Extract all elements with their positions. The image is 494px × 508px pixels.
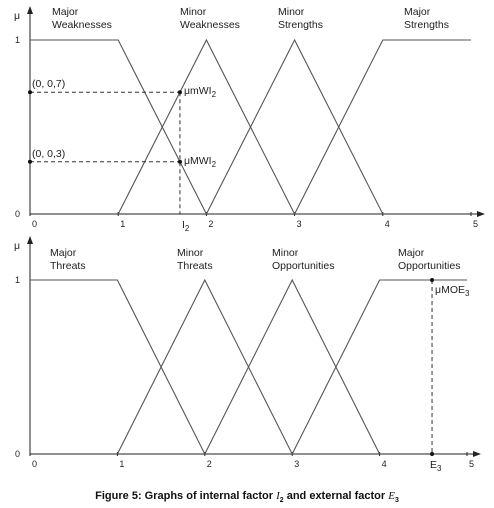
y-axis-label: μ (14, 10, 20, 22)
series-label: Strengths (278, 19, 323, 31)
point-label: μMWI2 (184, 155, 217, 169)
x-marker-label: E3 (430, 459, 442, 473)
series-label: Opportunities (398, 260, 460, 272)
x-tick-label: 0 (32, 459, 37, 469)
x-tick-label: 4 (382, 459, 387, 469)
series-label: Major (404, 6, 431, 18)
series-label: Weaknesses (180, 19, 240, 31)
x-tick-label: 3 (297, 219, 302, 229)
data-point (177, 159, 182, 164)
data-point (177, 90, 182, 95)
x-marker-label: I2 (182, 219, 190, 233)
y-tick-label: 1 (15, 35, 20, 45)
y-tick-label: 0 (15, 209, 20, 219)
series-line (117, 38, 296, 215)
series-line (205, 38, 384, 215)
series-label: Threats (50, 260, 86, 272)
x-tick-label: 0 (32, 219, 37, 229)
series-line (204, 278, 381, 455)
x-tick-label: 4 (385, 219, 390, 229)
x-tick-label: 2 (207, 459, 212, 469)
point-label: μMOE3 (435, 284, 470, 298)
point-label: (0, 0,3) (32, 148, 65, 160)
series-label: Minor (177, 247, 204, 259)
x-tick-label: 5 (473, 219, 478, 229)
point-label: μmWI2 (184, 85, 217, 99)
point-label: (0, 0,7) (32, 78, 65, 90)
data-point (430, 278, 435, 282)
series-label: Minor (272, 247, 299, 259)
x-tick-label: 3 (294, 459, 299, 469)
series-label: Opportunities (272, 260, 334, 272)
series-line (291, 279, 467, 455)
series-label: Major (398, 247, 425, 259)
data-point (430, 452, 435, 456)
figure-caption: Figure 5: Graphs of internal factor I2 a… (95, 490, 399, 504)
y-tick-label: 0 (15, 449, 20, 459)
x-axis-arrow (473, 451, 481, 457)
series-label: Weaknesses (52, 19, 112, 31)
series-label: Minor (180, 6, 207, 18)
x-tick-label: 2 (208, 219, 213, 229)
series-label: Major (50, 247, 77, 259)
series-label: Threats (177, 260, 213, 272)
series-line (294, 39, 471, 215)
series-line (30, 39, 207, 215)
series-label: Minor (278, 6, 305, 18)
x-tick-label: 1 (119, 459, 124, 469)
series-line (116, 278, 293, 455)
y-tick-label: 1 (15, 275, 20, 285)
x-tick-label: 1 (120, 219, 125, 229)
y-axis-arrow (27, 6, 33, 14)
data-point (28, 90, 32, 95)
x-tick-label: 5 (469, 459, 474, 469)
y-axis-label: μ (14, 240, 20, 252)
x-axis-arrow (477, 211, 485, 217)
data-point (28, 159, 32, 164)
y-axis-arrow (27, 236, 33, 244)
series-label: Strengths (404, 19, 449, 31)
series-label: Major (52, 6, 79, 18)
series-line (30, 279, 206, 455)
